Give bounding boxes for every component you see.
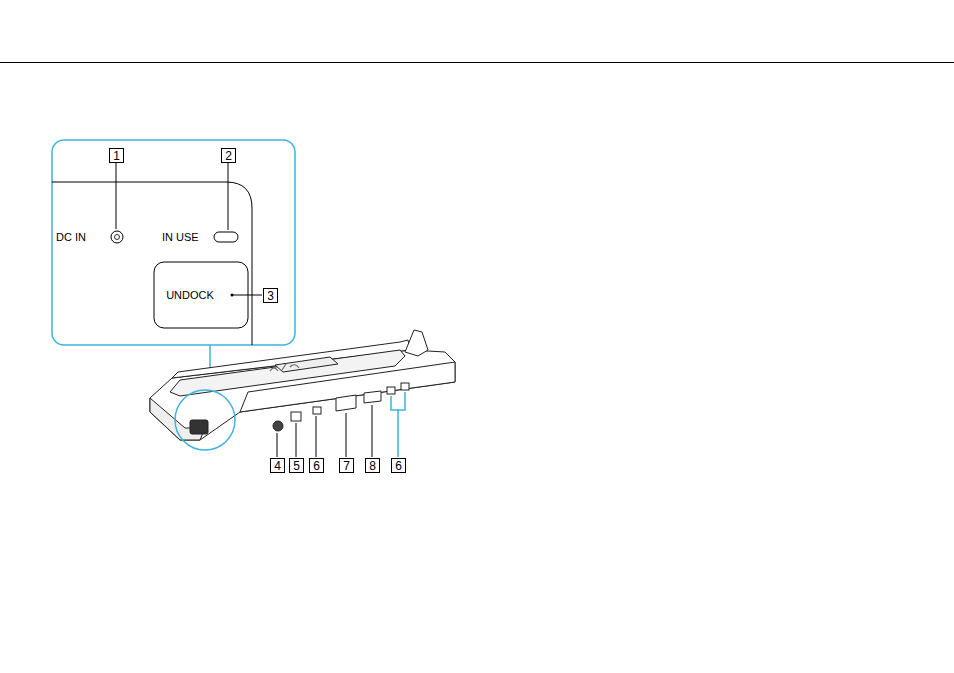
callout-number: 2: [221, 148, 236, 163]
callout-number: 1: [109, 148, 124, 163]
network-port: [291, 412, 301, 421]
dock-hook: [405, 330, 428, 356]
detail-inset: [52, 140, 295, 345]
usb-port: [313, 407, 321, 414]
dc-in-jack: [111, 231, 123, 243]
dc-out-port: [273, 421, 283, 431]
callout-number: 3: [263, 288, 278, 303]
dvi-port: [336, 395, 356, 411]
part-name: UNDOCK: [166, 289, 214, 302]
leader-line: [316, 416, 317, 457]
dock-base: [150, 350, 455, 440]
in-use-indicator: [214, 232, 238, 242]
part-name: DC IN: [56, 231, 86, 244]
callout-number: 6: [309, 458, 324, 473]
bracket: [391, 392, 405, 457]
detail-highlight: [175, 390, 235, 450]
callout-number: 5: [289, 458, 304, 473]
monitor-port: [364, 391, 381, 403]
leader-line: [277, 433, 278, 457]
connector-cover: [275, 357, 338, 372]
dc-in-pin: [115, 235, 120, 240]
leader-line: [296, 423, 297, 457]
leader-line: [232, 295, 262, 296]
header-rule: [0, 62, 954, 63]
usb-port: [401, 383, 409, 390]
leader-line: [228, 163, 229, 230]
callout-number: 8: [365, 458, 380, 473]
dock-corner-outline: [52, 182, 252, 345]
logo-mark: [270, 364, 299, 371]
part-name: IN USE: [162, 231, 199, 244]
usb-port: [387, 387, 395, 394]
callout-number: 7: [339, 458, 354, 473]
callout-number: 4: [270, 458, 285, 473]
leader-line: [346, 413, 347, 457]
leader-dot: [231, 294, 234, 297]
dock-tray: [170, 350, 405, 396]
callout-number: 6: [391, 458, 406, 473]
leader-line: [116, 163, 117, 229]
leader-line: [372, 405, 373, 457]
release-lever: [190, 420, 208, 434]
